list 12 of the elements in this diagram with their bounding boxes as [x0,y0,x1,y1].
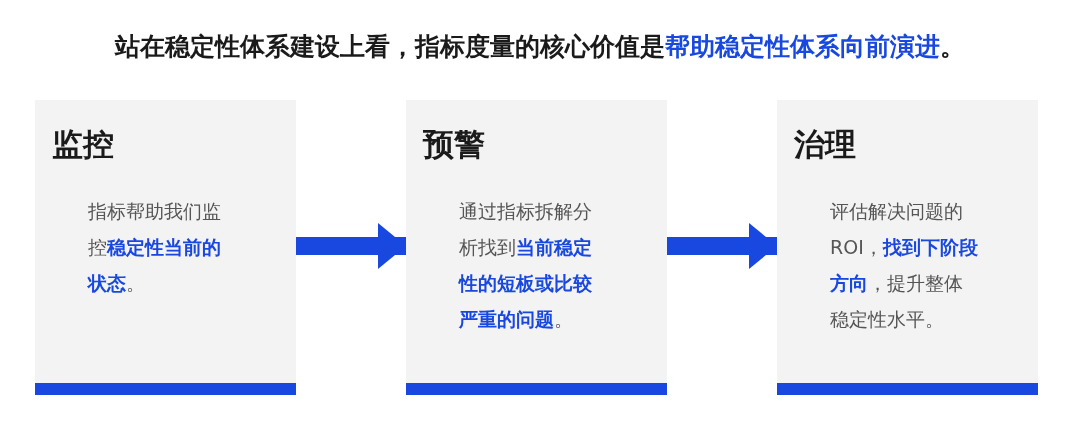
step-description: 指标帮助我们监控稳定性当前的状态。 [88,199,222,296]
step-description: 评估解决问题的ROI，找到下阶段方向，提升整体稳定性水平。 [830,199,979,332]
title: 站在稳定性体系建设上看，指标度量的核心价值是帮助稳定性体系向前演进。 [113,31,966,63]
step-heading: 监控 [52,125,114,164]
step-heading: 预警 [423,125,485,164]
step-card [777,100,1038,395]
step-card [406,100,667,395]
arrow [296,223,406,269]
step-heading: 治理 [794,125,856,164]
step-description: 通过指标拆解分析找到当前稳定性的短板或比较严重的问题。 [459,199,593,332]
step-card [35,100,296,395]
arrow [667,223,777,269]
